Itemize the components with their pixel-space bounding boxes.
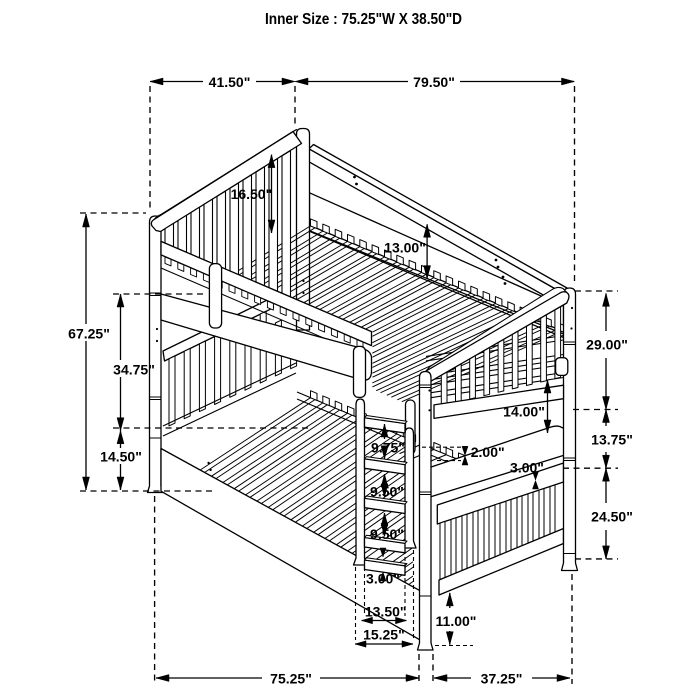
svg-text:13.75": 13.75" — [591, 432, 633, 448]
svg-text:37.25": 37.25" — [481, 671, 523, 687]
svg-text:2.00": 2.00" — [471, 444, 505, 460]
svg-text:11.00": 11.00" — [436, 613, 477, 629]
svg-text:34.75": 34.75" — [113, 362, 155, 378]
svg-text:16.50": 16.50" — [231, 186, 273, 202]
svg-text:9.75": 9.75" — [371, 440, 405, 456]
svg-text:14.00": 14.00" — [503, 404, 545, 420]
svg-text:13.00": 13.00" — [384, 240, 426, 256]
svg-text:79.50": 79.50" — [413, 74, 455, 90]
svg-text:15.25": 15.25" — [363, 627, 405, 643]
svg-text:67.25": 67.25" — [68, 326, 110, 342]
svg-text:41.50": 41.50" — [209, 74, 251, 90]
svg-text:75.25": 75.25" — [270, 671, 312, 687]
svg-text:9.50": 9.50" — [370, 526, 404, 542]
svg-text:24.50": 24.50" — [591, 509, 633, 525]
svg-text:13.50": 13.50" — [365, 604, 407, 620]
svg-text:3.00": 3.00" — [510, 460, 544, 476]
svg-text:3.00": 3.00" — [366, 571, 400, 587]
svg-text:14.50": 14.50" — [100, 449, 142, 465]
svg-text:Inner Size : 75.25"W X 38.50": Inner Size : 75.25"W X 38.50"D — [265, 11, 462, 28]
svg-text:29.00": 29.00" — [586, 337, 628, 353]
svg-text:9.50": 9.50" — [370, 484, 404, 500]
